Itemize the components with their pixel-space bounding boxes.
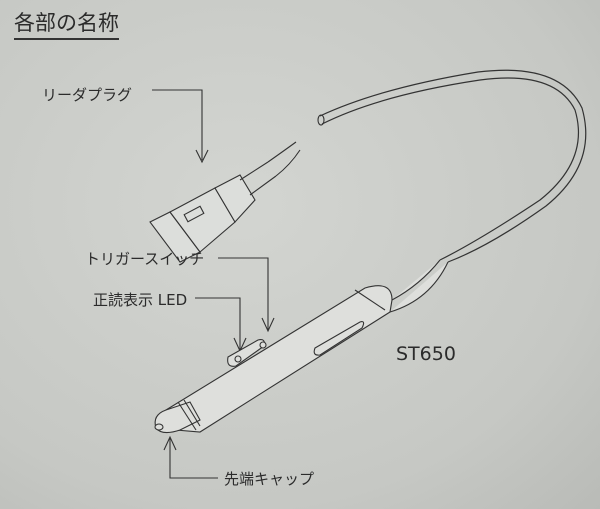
cap-leader-line: [169, 438, 218, 479]
trigger-leader-line: [218, 257, 269, 330]
tip-cap-label: 先端キャップ: [224, 470, 315, 488]
trigger-switch-label: トリガースイッチ: [85, 250, 205, 268]
model-name: ST650: [396, 343, 456, 365]
scanner-body: [154, 259, 449, 434]
page-title: 各部の名称: [14, 7, 119, 40]
plug-arrow-icon: [195, 149, 209, 164]
reader-plug-label: リーダプラグ: [42, 86, 133, 104]
plug-leader-line: [152, 89, 203, 160]
trigger-arrow-icon: [261, 317, 275, 333]
cap-arrow-icon: [163, 435, 177, 451]
led-leader-line: [195, 297, 241, 350]
flex-neck: [321, 77, 579, 261]
read-led-label: 正読表示 LED: [93, 291, 188, 309]
usb-plug-icon: [149, 141, 301, 263]
